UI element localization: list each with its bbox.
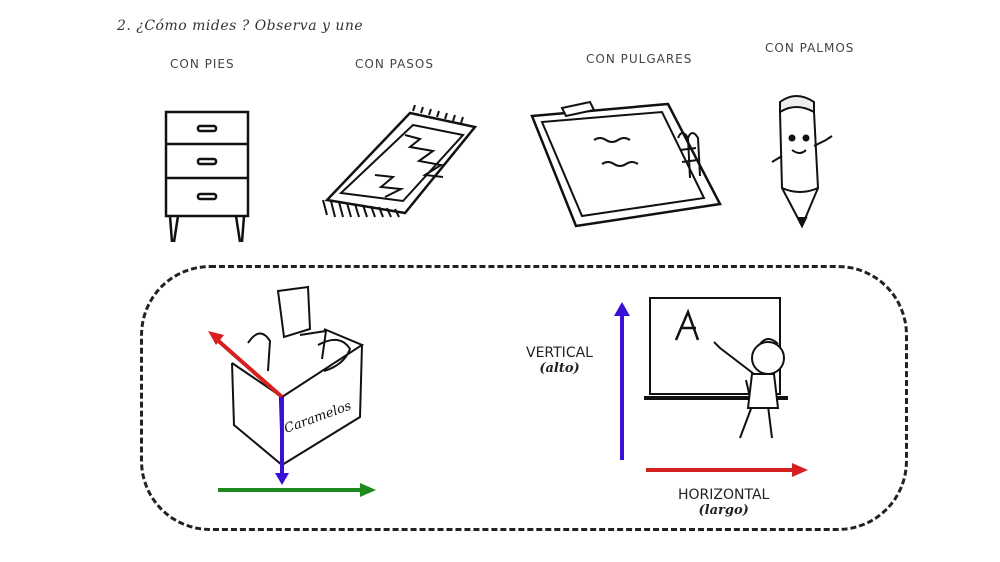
candy-box-image: Caramelos [208, 285, 376, 497]
label-con-pies: CON PIES [170, 57, 235, 71]
dashed-frame [140, 265, 908, 531]
vertical-arrow [614, 302, 630, 460]
label-con-pulgares: CON PULGARES [586, 52, 693, 66]
horizontal-label: HORIZONTAL (largo) [678, 487, 769, 518]
rug-image [322, 105, 478, 218]
label-con-palmos: CON PALMOS [765, 41, 855, 55]
horizontal-arrow [646, 463, 808, 477]
pencil-image [771, 95, 833, 229]
box-label: Caramelos [282, 398, 354, 436]
vertical-label: VERTICAL (alto) [526, 345, 593, 376]
vertical-text: VERTICAL [526, 345, 593, 361]
horizontal-text: HORIZONTAL [678, 487, 770, 503]
horizontal-sub: (largo) [698, 503, 749, 518]
vertical-sub: (alto) [539, 361, 580, 376]
label-con-pasos: CON PASOS [355, 57, 434, 71]
exercise-title: 2. ¿Cómo mides ? Observa y une [117, 18, 364, 34]
chalkboard-image [644, 297, 788, 439]
pool-image [530, 100, 722, 228]
dresser-image [164, 110, 250, 243]
